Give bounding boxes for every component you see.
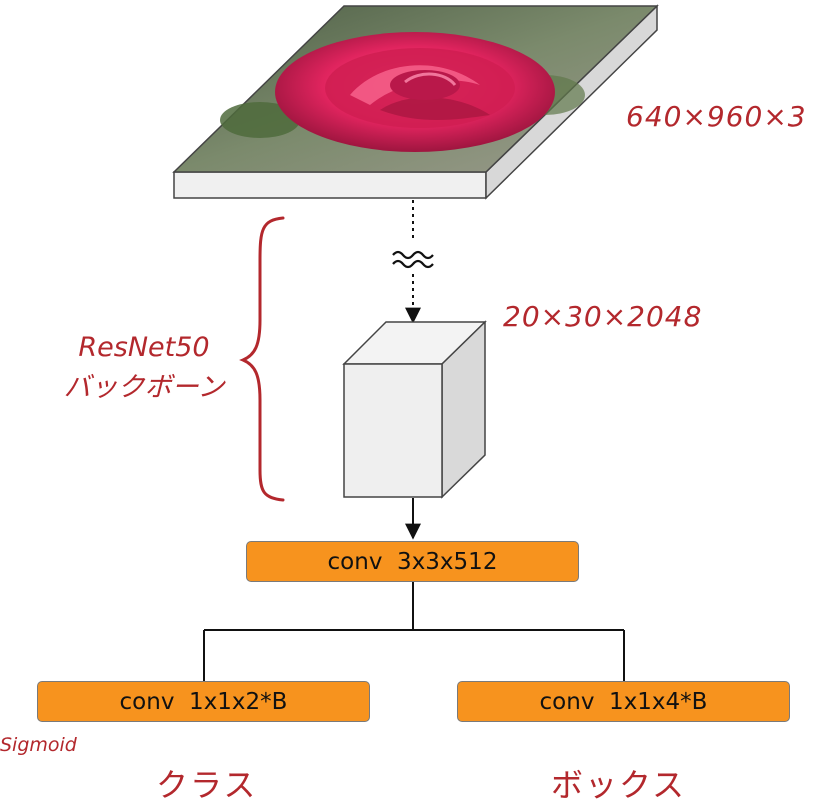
conv-shared-box: conv 3x3x512 (246, 541, 579, 582)
conv-box-head-box: conv 1x1x4*B (457, 681, 790, 722)
backbone-line1: ResNet50 (78, 332, 210, 363)
input-image-slab (172, 4, 659, 200)
approx-break-icon (392, 250, 434, 269)
head-split-lines (203, 582, 625, 681)
conv-class-head-box: conv 1x1x2*B (37, 681, 370, 722)
cube-front-face (343, 363, 443, 498)
feature-dims-label: 20×30×2048 (503, 300, 703, 333)
rose-icon (220, 32, 585, 152)
slab-front-face (173, 171, 487, 199)
box-output-label: ボックス (551, 766, 687, 804)
class-output-label: クラス (156, 766, 258, 804)
sigmoid-label: Sigmoid (0, 734, 77, 756)
backbone-label: ResNet50 バックボーン (40, 328, 248, 408)
skip-connector (392, 200, 434, 324)
backbone-brace (239, 216, 285, 502)
feature-map-cube (342, 320, 487, 499)
input-dims-label: 640×960×3 (626, 100, 807, 133)
backbone-line2: バックボーン (63, 372, 225, 403)
